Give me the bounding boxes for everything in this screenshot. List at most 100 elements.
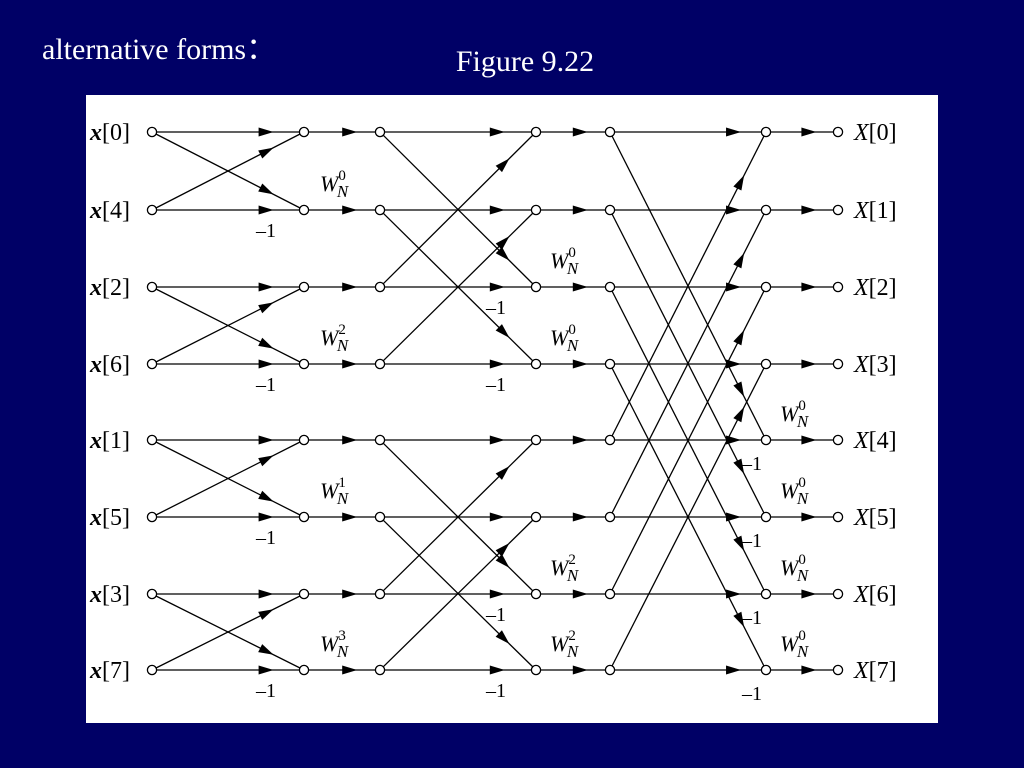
minus-one-stage2-row3: –1 <box>485 374 506 396</box>
row4-output-arrow <box>801 435 817 445</box>
row0-twiddle1-arrow <box>342 127 358 137</box>
node-r3-c1 <box>298 358 310 370</box>
input-label-6: x[3] <box>89 582 130 608</box>
row6-stage2-horizontal-arrow <box>489 589 505 599</box>
node-r1-c0 <box>146 204 158 216</box>
stage2-cross-2-0-arrow <box>495 158 510 173</box>
figure-caption: Figure 9.22 <box>455 45 595 78</box>
stage1-cross-5-4-edge <box>151 439 305 518</box>
stage2-cross-3-1-edge <box>379 209 537 365</box>
stage1-cross-3-2-arrow <box>258 302 274 314</box>
node-r3-c4 <box>604 358 616 370</box>
row2-stage2-horizontal-arrow <box>489 282 505 292</box>
stage2-cross-0-2-arrow <box>495 246 510 261</box>
node-r5-c3 <box>530 511 542 523</box>
node-r3-c6 <box>832 358 844 370</box>
stage3-cross-4-0-arrow <box>733 175 745 191</box>
node-r6-c3 <box>530 588 542 600</box>
minus-one-stage1-row7: –1 <box>255 680 276 702</box>
node-r1-c4 <box>604 204 616 216</box>
stage3-cross-1-5-arrow <box>733 458 745 475</box>
stage2-cross-5-7-arrow <box>495 630 510 644</box>
stage1-cross-6-7-arrow <box>258 644 274 655</box>
node-r5-c1 <box>298 511 310 523</box>
node-r6-c6 <box>832 588 844 600</box>
row3-stage1-horizontal-arrow <box>258 359 274 369</box>
minus-one-stage1-row5: –1 <box>255 527 276 549</box>
node-r2-c3 <box>530 281 542 293</box>
node-r4-c0 <box>146 434 158 446</box>
node-r7-c5 <box>760 664 772 676</box>
row5-stage3-horizontal-arrow <box>726 512 742 522</box>
output-label-0: X[0] <box>853 120 897 146</box>
row6-twiddle2-arrow <box>572 589 588 599</box>
node-r2-c4 <box>604 281 616 293</box>
node-r0-c2 <box>374 126 386 138</box>
row4-twiddle1-arrow <box>342 435 358 445</box>
node-r7-c2 <box>374 664 386 676</box>
row1-stage1-horizontal-arrow <box>258 205 274 215</box>
node-r4-c6 <box>832 434 844 446</box>
input-label-1: x[4] <box>89 198 130 224</box>
minus-one-stage3-row7: –1 <box>741 683 762 705</box>
output-label-7: X[7] <box>853 658 897 684</box>
input-label-0: x[0] <box>89 120 130 146</box>
node-r5-c0 <box>146 511 158 523</box>
input-label-3: x[6] <box>89 352 130 378</box>
node-r4-c2 <box>374 434 386 446</box>
minus-one-stage3-row5: –1 <box>741 530 762 552</box>
minus-one-stage1-row1: –1 <box>255 220 276 242</box>
row1-output-arrow <box>801 205 817 215</box>
fft-flow-graph: x[0]x[4]x[2]x[6]x[1]x[5]x[3]x[7]X[0]X[1]… <box>89 120 897 705</box>
row7-stage1-horizontal-arrow <box>258 665 274 675</box>
node-r2-c6 <box>832 281 844 293</box>
node-r5-c6 <box>832 511 844 523</box>
input-label-7: x[7] <box>89 658 130 684</box>
stage1-cross-3-2-edge <box>151 286 305 365</box>
node-r0-c3 <box>530 126 542 138</box>
node-r2-c2 <box>374 281 386 293</box>
node-r3-c3 <box>530 358 542 370</box>
node-r2-c1 <box>298 281 310 293</box>
node-r1-c6 <box>832 204 844 216</box>
row7-twiddle1-arrow <box>342 665 358 675</box>
node-r5-c2 <box>374 511 386 523</box>
slide-heading: alternative forms： <box>42 33 277 66</box>
node-r7-c6 <box>832 664 844 676</box>
row4-stage3-horizontal-arrow <box>726 435 742 445</box>
row6-twiddle1-arrow <box>342 589 358 599</box>
row2-twiddle2-arrow <box>572 282 588 292</box>
minus-one-stage2-row2: –1 <box>485 297 506 319</box>
minus-one-stage2-row7: –1 <box>485 680 506 702</box>
row4-twiddle2-arrow <box>572 435 588 445</box>
node-r6-c0 <box>146 588 158 600</box>
output-label-5: X[5] <box>853 505 897 531</box>
stage3-cross-0-4-arrow <box>733 381 745 397</box>
output-label-6: X[6] <box>853 582 897 608</box>
node-r1-c5 <box>760 204 772 216</box>
node-r7-c3 <box>530 664 542 676</box>
stage3-cross-5-1-arrow <box>733 252 745 269</box>
stage1-cross-7-6-edge <box>151 593 305 671</box>
stage3-cross-6-2-arrow <box>733 329 745 346</box>
stage1-cross-1-0-edge <box>151 131 305 211</box>
row1-stage3-horizontal-arrow <box>726 205 742 215</box>
node-r1-c1 <box>298 204 310 216</box>
row1-stage2-horizontal-arrow <box>489 205 505 215</box>
row7-output-arrow <box>801 665 817 675</box>
stage1-cross-0-1-arrow <box>258 183 274 195</box>
node-r3-c2 <box>374 358 386 370</box>
row6-stage1-horizontal-arrow <box>258 589 274 599</box>
node-r7-c1 <box>298 664 310 676</box>
stage2-cross-1-3-arrow <box>495 324 510 338</box>
stage1-cross-7-6-arrow <box>258 609 274 620</box>
stage3-cross-2-6-arrow <box>733 535 745 552</box>
output-label-4: X[4] <box>853 428 897 454</box>
row4-stage2-horizontal-arrow <box>489 435 505 445</box>
row0-stage2-horizontal-arrow <box>489 127 505 137</box>
row5-twiddle2-arrow <box>572 512 588 522</box>
